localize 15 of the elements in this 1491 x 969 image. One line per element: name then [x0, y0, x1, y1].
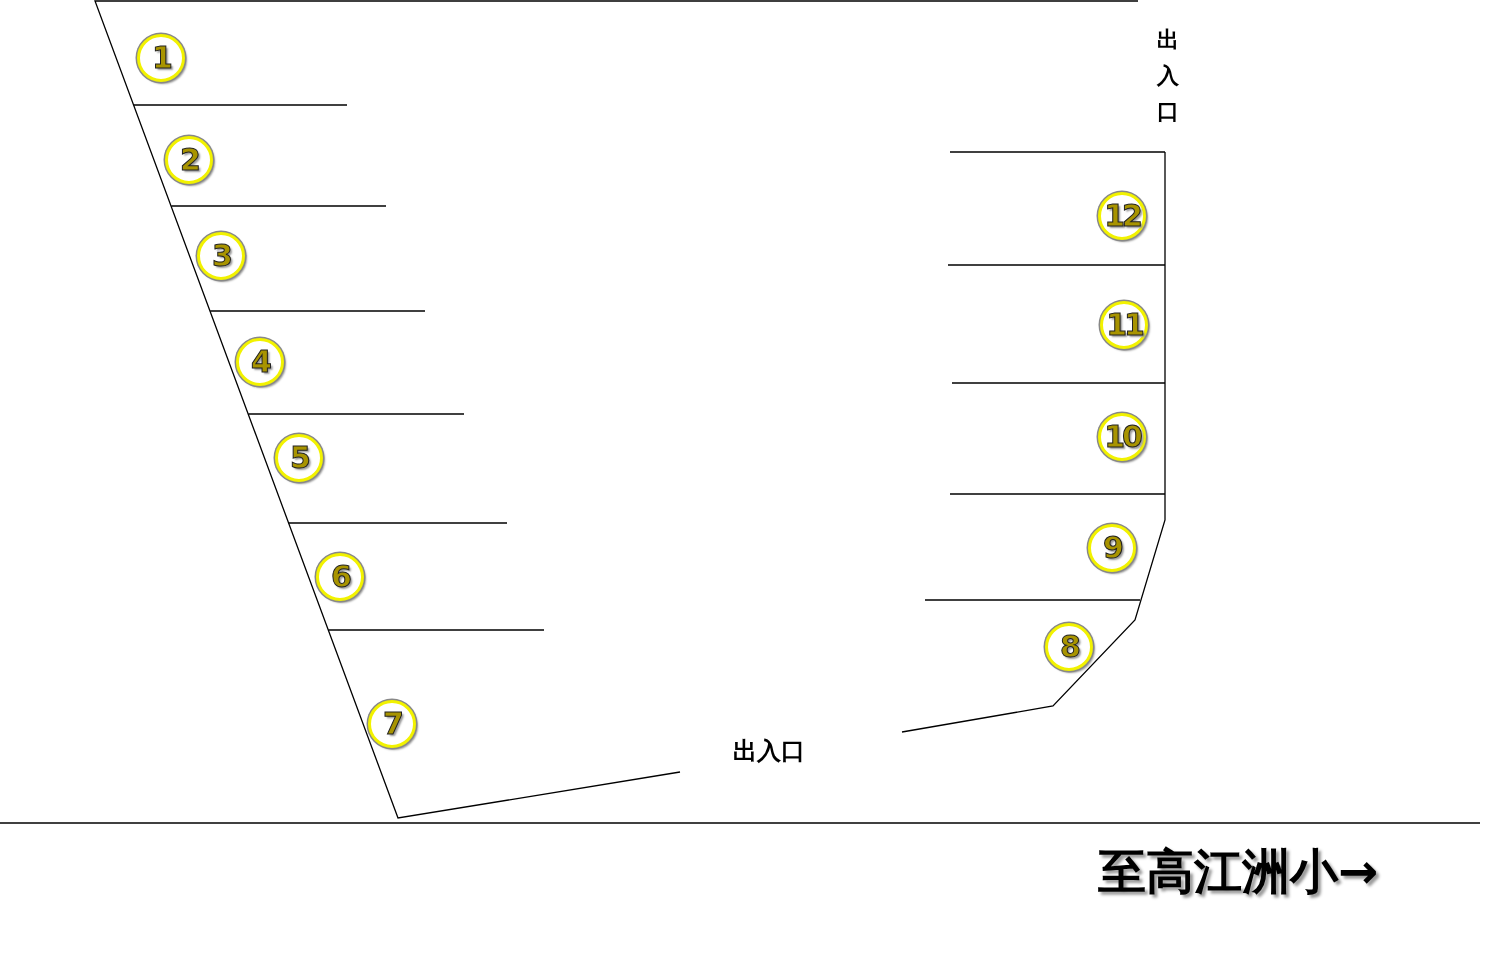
entrance-label: 出入口 [1156, 26, 1180, 126]
stall-number-circle: 9 [1088, 524, 1136, 572]
stall-number-circle: 7 [368, 700, 416, 748]
stall-number-circle: 2 [165, 136, 213, 184]
stall-number-circle: 4 [236, 338, 284, 386]
stall-number-circle: 8 [1045, 623, 1093, 671]
stall-number-circle: 3 [197, 232, 245, 280]
stall-number-circle: 5 [275, 434, 323, 482]
stall-number-circle: 12 [1098, 192, 1146, 240]
entrance-label: 出入口 [733, 736, 805, 767]
stall-number-circle: 6 [316, 553, 364, 601]
stall-number-circle: 11 [1100, 301, 1148, 349]
direction-label: 至高江洲小→ [1098, 842, 1379, 901]
stall-number-circle: 10 [1098, 413, 1146, 461]
stall-number-circle: 1 [137, 34, 185, 82]
